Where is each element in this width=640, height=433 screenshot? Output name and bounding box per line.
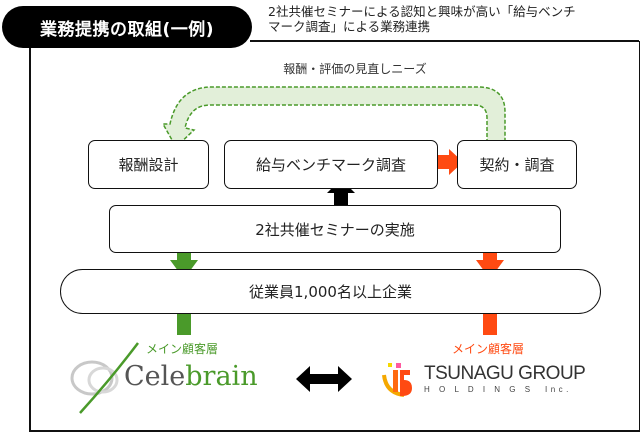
celebrain-logo-text-1: Cele: [124, 361, 186, 392]
tsunagu-logo-mark: [382, 363, 412, 397]
tsunagu-logo: TSUNAGU GROUP H O L D I N G S Inc.: [424, 363, 586, 395]
celebrain-logo-text-2: brain: [185, 361, 258, 392]
target-companies-label: 従業員1,000名以上企業: [249, 283, 412, 301]
seminar-box: 2社共催セミナーの実施: [109, 205, 561, 253]
section-title-badge: 業務提携の取組(一例): [2, 6, 252, 48]
section-subtitle: 2社共催セミナーによる認知と興味が高い「給与ベンチ マーク調査」による業務連携: [268, 4, 588, 34]
compensation-design-label: 報酬設計: [118, 156, 179, 174]
salary-benchmark-label: 給与ベンチマーク調査: [255, 156, 406, 174]
main-customer-tag-left: メイン顧客層: [146, 342, 219, 356]
frame-top-border: [250, 40, 639, 42]
target-companies-oval: 従業員1,000名以上企業: [60, 269, 601, 314]
main-customer-tag-right: メイン顧客層: [452, 342, 525, 356]
tsunagu-logo-subtext: H O L D I N G S Inc.: [424, 385, 572, 394]
subtitle-line-2: マーク調査」による業務連携: [268, 19, 431, 34]
celebrain-logo: Celebrain: [124, 362, 258, 395]
compensation-design-box: 報酬設計: [88, 140, 209, 189]
contract-survey-label: 契約・調査: [479, 156, 555, 174]
tsunagu-logo-text: TSUNAGU GROUP: [424, 363, 586, 384]
double-headed-arrow: [296, 366, 352, 392]
celebrain-logo-mark: [70, 342, 139, 414]
subtitle-line-1: 2社共催セミナーによる認知と興味が高い「給与ベンチ: [268, 4, 576, 19]
orange-right-arrow: [432, 149, 463, 175]
salary-benchmark-box: 給与ベンチマーク調査: [224, 140, 438, 189]
seminar-label: 2社共催セミナーの実施: [255, 220, 415, 239]
section-title: 業務提携の取組(一例): [39, 19, 215, 40]
feedback-curved-arrow: [161, 86, 506, 149]
feedback-label: 報酬・評価の見直しニーズ: [283, 62, 427, 76]
contract-survey-box: 契約・調査: [457, 140, 577, 189]
black-up-arrow: [327, 179, 355, 206]
